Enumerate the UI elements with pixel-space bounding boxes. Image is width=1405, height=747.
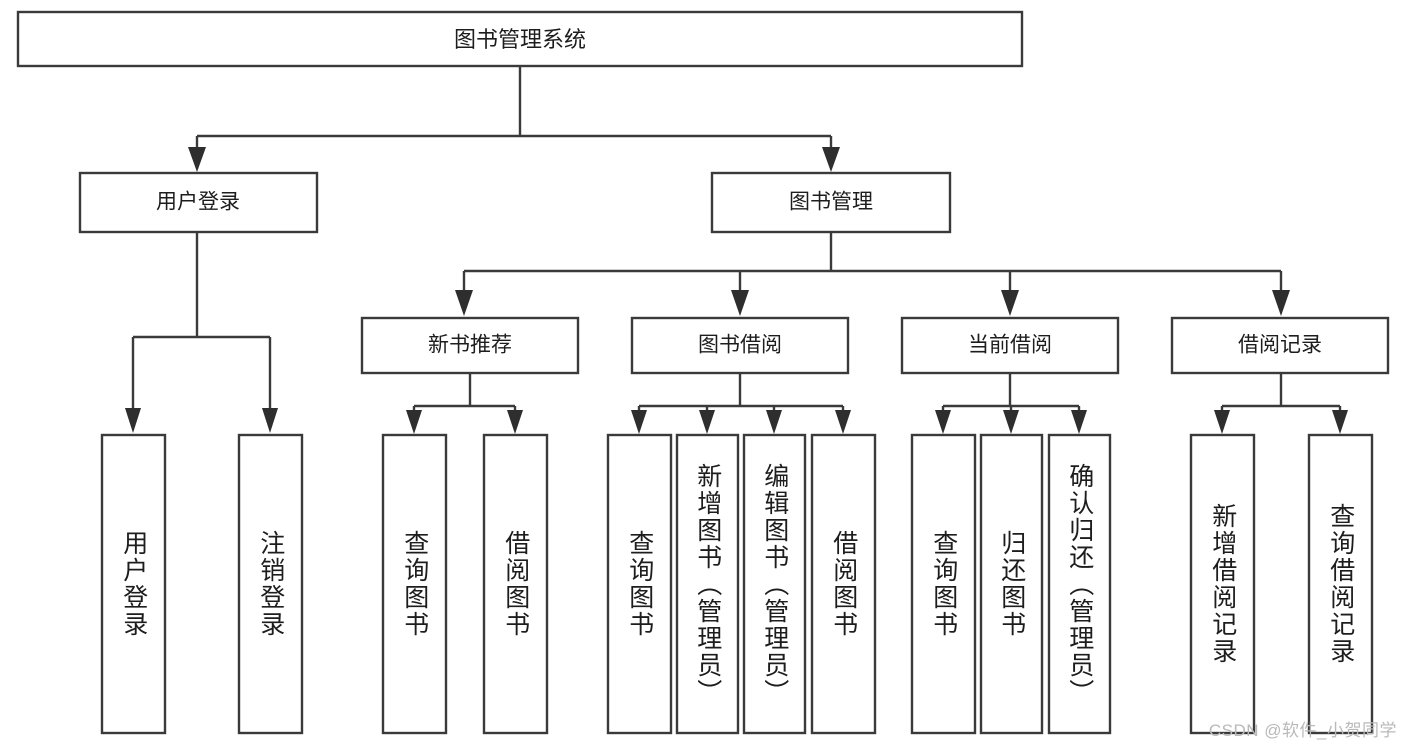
node-root-box[interactable]: [16, 10, 1024, 68]
leaf-label-add-record: 新增借阅记录: [1208, 503, 1237, 665]
node-book-borrow[interactable]: 图书借阅: [630, 316, 850, 375]
arrowhead-leaf-query-record: [1332, 410, 1348, 434]
arrowhead-book-manage: [822, 147, 840, 172]
connector-group-book-manage: [455, 232, 1290, 316]
leaf-label-borrow-book-2: 借阅图书: [829, 530, 858, 638]
leaf-label-edit-book: 编辑图书（管理员）: [760, 462, 789, 706]
leaf-label-query-record: 查询借阅记录: [1326, 503, 1355, 665]
leaf-label-borrow-book-1: 借阅图书: [501, 530, 530, 638]
arrowhead-leaf-borrow-book-1: [507, 410, 523, 434]
leaf-box-user-login[interactable]: [100, 433, 167, 735]
csdn-watermark: CSDN @软件_小贺同学: [1208, 721, 1397, 740]
leaf-box-query-book-1[interactable]: [381, 433, 448, 735]
node-root-label: 图书管理系统: [454, 27, 586, 52]
connector-group-borrow-record: [1214, 373, 1348, 434]
arrowhead-leaf-query-book-1: [406, 410, 422, 434]
leaf-box-query-book-2[interactable]: [606, 433, 673, 735]
leaf-label-confirm-return: 确认归还（管理员）: [1065, 462, 1094, 706]
node-book-manage-box[interactable]: [710, 171, 952, 234]
node-user-login-label: 用户登录: [156, 191, 240, 214]
arrowhead-leaf-user-login: [125, 408, 141, 433]
arrowhead-leaf-query-book-2: [631, 410, 647, 434]
node-borrow-record-box[interactable]: [1170, 316, 1390, 375]
arrowhead-book-borrow: [731, 290, 749, 316]
leaf-box-query-book-3[interactable]: [910, 433, 977, 735]
node-current-borrow-box[interactable]: [900, 316, 1120, 375]
node-new-book-recommend-box[interactable]: [360, 316, 580, 375]
connector-group-current-borrow: [935, 373, 1087, 434]
arrowhead-leaf-user-logout: [262, 408, 278, 433]
leaf-label-user-login: 用户登录: [119, 530, 148, 638]
leaf-box-add-record[interactable]: [1189, 433, 1256, 735]
arrowhead-leaf-return-book: [1003, 410, 1019, 434]
arrowhead-leaf-edit-book: [766, 410, 782, 434]
node-user-login[interactable]: 用户登录: [78, 171, 319, 234]
leaf-label-query-book-1: 查询图书: [400, 530, 429, 638]
leaf-label-add-book: 新增图书（管理员）: [693, 462, 722, 706]
node-borrow-record[interactable]: 借阅记录: [1170, 316, 1390, 375]
arrowhead-leaf-borrow-book-2: [835, 410, 851, 434]
node-book-manage[interactable]: 图书管理: [710, 171, 952, 234]
arrowhead-user-login: [188, 147, 206, 172]
arrowhead-borrow-record: [1272, 290, 1290, 316]
leaf-label-return-book: 归还图书: [997, 530, 1026, 638]
node-current-borrow[interactable]: 当前借阅: [900, 316, 1120, 375]
arrowhead-leaf-query-book-3: [935, 410, 951, 434]
arrowhead-leaf-add-record: [1214, 410, 1230, 434]
leaf-box-borrow-book-1[interactable]: [482, 433, 549, 735]
leaf-box-user-logout[interactable]: [237, 433, 304, 735]
leaf-label-user-logout: 注销登录: [256, 530, 285, 638]
node-new-book-recommend[interactable]: 新书推荐: [360, 316, 580, 375]
leaf-box-edit-book[interactable]: [742, 433, 807, 735]
node-borrow-record-label: 借阅记录: [1238, 334, 1322, 357]
arrowhead-leaf-add-book: [699, 410, 715, 434]
node-book-manage-label: 图书管理: [789, 191, 873, 214]
leaf-box-add-book[interactable]: [675, 433, 740, 735]
leaf-box-borrow-book-2[interactable]: [810, 433, 877, 735]
node-new-book-recommend-label: 新书推荐: [428, 334, 512, 357]
connector-group-new-book-recommend: [406, 373, 523, 434]
node-current-borrow-label: 当前借阅: [968, 334, 1052, 357]
connector-group-root: [188, 66, 840, 172]
arrowhead-leaf-confirm-return: [1071, 410, 1087, 434]
node-root[interactable]: 图书管理系统: [16, 10, 1024, 68]
leaf-label-query-book-2: 查询图书: [625, 530, 654, 638]
node-user-login-box[interactable]: [78, 171, 319, 234]
arrowhead-current-borrow: [1001, 290, 1019, 316]
node-book-borrow-label: 图书借阅: [698, 334, 782, 357]
connector-group-user-login: [125, 232, 278, 433]
connector-group-book-borrow: [631, 373, 851, 434]
node-book-borrow-box[interactable]: [630, 316, 850, 375]
leaf-box-confirm-return[interactable]: [1047, 433, 1112, 735]
leaf-label-query-book-3: 查询图书: [929, 530, 958, 638]
arrowhead-new-book-recommend: [455, 290, 473, 316]
leaf-box-return-book[interactable]: [979, 433, 1044, 735]
leaf-box-query-record[interactable]: [1307, 433, 1374, 735]
